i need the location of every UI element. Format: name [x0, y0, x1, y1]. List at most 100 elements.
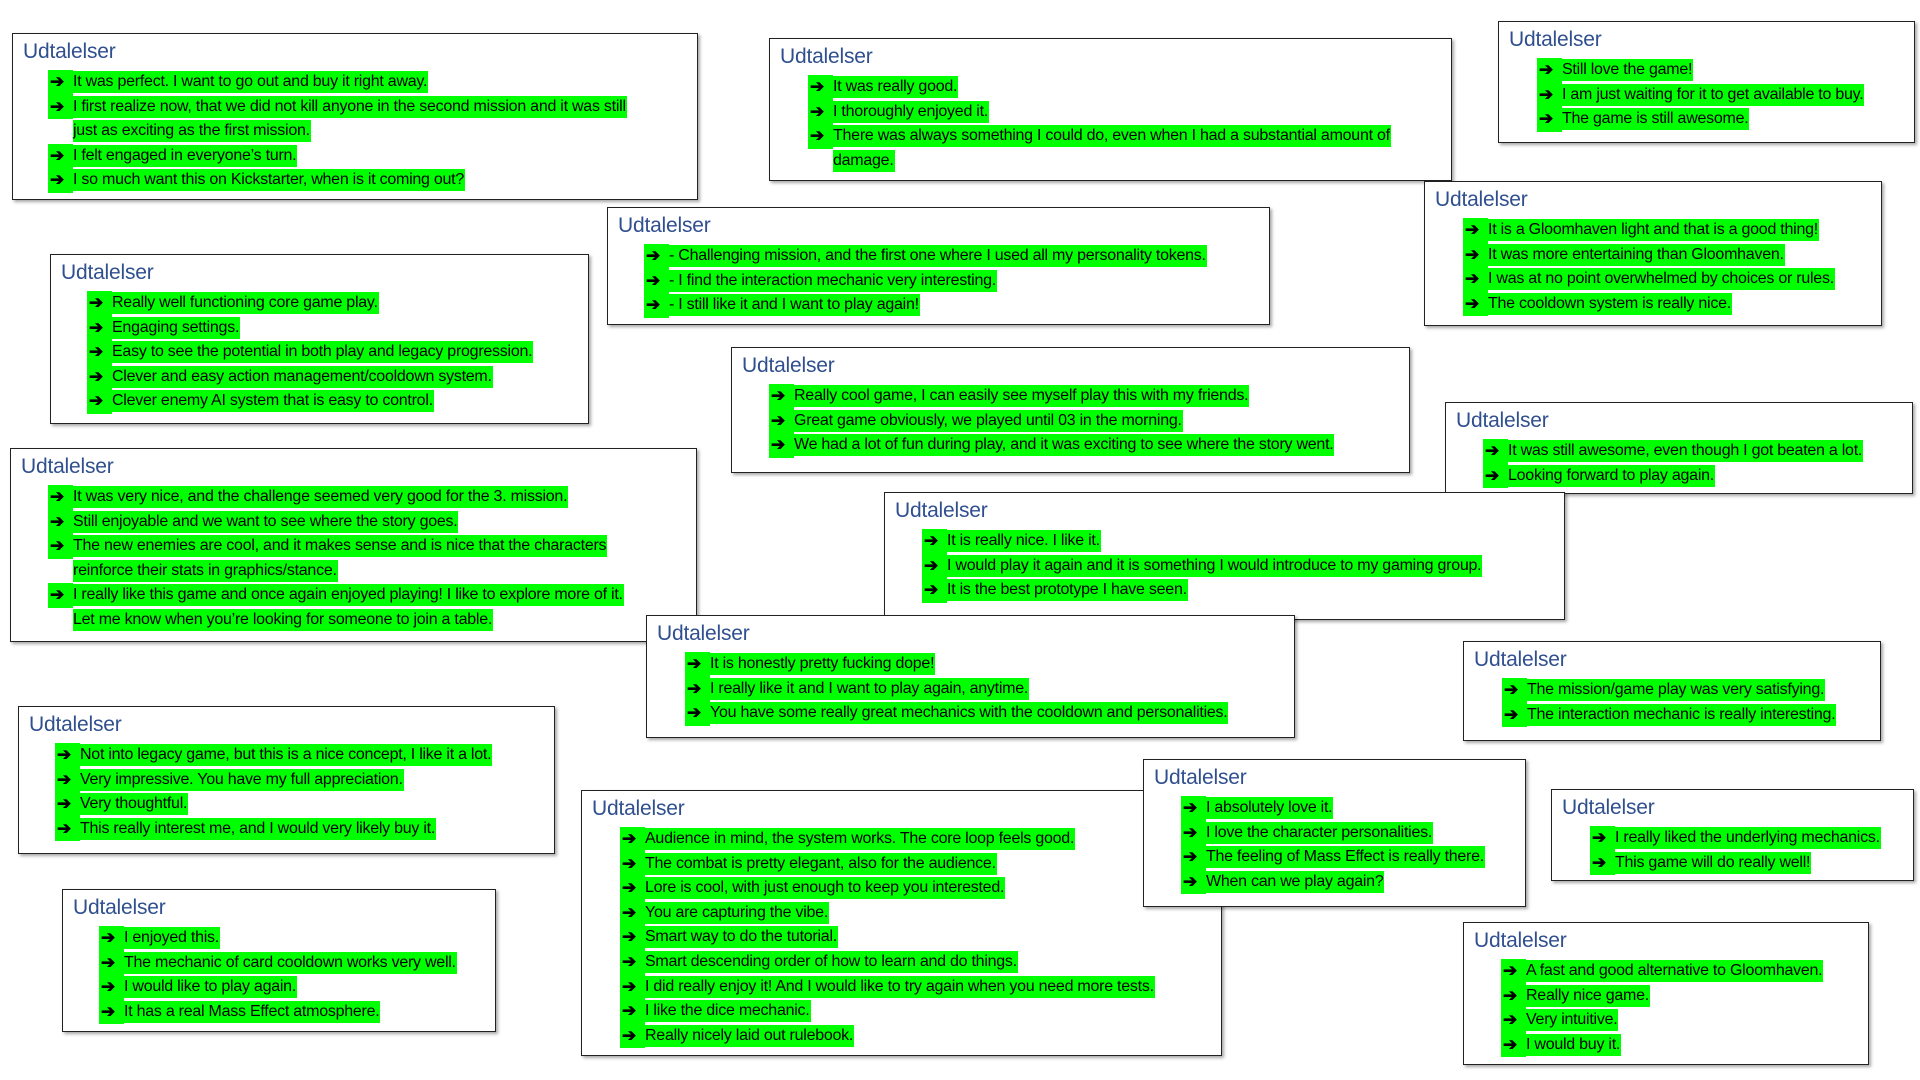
quote-text: Still love the game! — [1562, 59, 1694, 81]
quote-text: This really interest me, and I would ver… — [80, 817, 437, 840]
arrow-right-icon: ➔ — [1181, 796, 1206, 821]
quote-item: ➔Still love the game! — [1537, 58, 1910, 83]
arrow-right-icon: ➔ — [922, 553, 947, 579]
quote-item: ➔It was more entertaining than Gloomhave… — [1463, 242, 1877, 268]
quote-item: ➔It is honestly pretty fucking dope! — [685, 652, 1290, 677]
quote-item: ➔The feeling of Mass Effect is really th… — [1181, 845, 1521, 870]
quote-list: ➔- Challenging mission, and the first on… — [644, 244, 1265, 318]
arrow-right-icon: ➔ — [1537, 58, 1562, 83]
quote-item: ➔Very impressive. You have my full appre… — [55, 767, 550, 793]
quote-item: ➔Easy to see the potential in both play … — [87, 340, 584, 365]
quote-item: ➔Lore is cool, with just enough to keep … — [620, 876, 1217, 901]
box-title: Udtalelser — [895, 499, 988, 522]
arrow-right-icon: ➔ — [808, 99, 833, 125]
quote-text: It was very nice, and the challenge seem… — [73, 486, 569, 508]
quote-text: It was more entertaining than Gloomhaven… — [1488, 243, 1785, 266]
arrow-right-icon: ➔ — [769, 433, 794, 458]
quote-text: - I still like it and I want to play aga… — [669, 294, 920, 317]
quote-text: It has a real Mass Effect atmosphere. — [124, 1000, 381, 1023]
arrow-right-icon: ➔ — [1501, 959, 1526, 984]
quote-item: ➔The game is still awesome. — [1537, 107, 1910, 132]
quote-item: ➔I really like this game and once again … — [48, 583, 692, 632]
box-title: Udtalelser — [657, 622, 750, 645]
arrow-right-icon: ➔ — [55, 767, 80, 793]
feedback-box: Udtalelser➔A fast and good alternative t… — [1463, 922, 1869, 1065]
quote-text: The mission/game play was very satisfyin… — [1527, 679, 1826, 701]
quote-text: Looking forward to play again. — [1508, 464, 1715, 487]
quote-item: ➔Smart descending order of how to learn … — [620, 949, 1217, 975]
arrow-right-icon: ➔ — [620, 851, 645, 877]
quote-text: I did really enjoy it! And I would like … — [645, 975, 1155, 998]
feedback-box: Udtalelser ➔It is honestly pretty fucking… — [646, 615, 1295, 738]
quote-text: Really well functioning core game play. — [112, 292, 379, 314]
quote-list: ➔It was really good.➔I thoroughly enjoye… — [808, 75, 1447, 173]
arrow-right-icon: ➔ — [685, 652, 710, 677]
quote-text: I really like this game and once again e… — [73, 584, 624, 607]
arrow-right-icon: ➔ — [620, 900, 645, 926]
quote-text: You have some really great mechanics wit… — [710, 702, 1229, 725]
quote-item: ➔There was always something I could do, … — [808, 124, 1447, 173]
box-title: Udtalelser — [742, 354, 835, 377]
quote-item: ➔Really nice game. — [1501, 983, 1864, 1009]
arrow-right-icon: ➔ — [1537, 82, 1562, 108]
box-title: Udtalelser — [780, 45, 873, 68]
quote-text: Clever enemy AI system that is easy to c… — [112, 390, 434, 413]
arrow-right-icon: ➔ — [620, 925, 645, 950]
feedback-box: Udtalelser➔I enjoyed this.➔The mechanic … — [62, 889, 496, 1032]
feedback-box: Udtalelser➔It was perfect. I want to go … — [12, 33, 698, 200]
quote-text: It is the best prototype I have seen. — [947, 579, 1188, 602]
arrow-right-icon: ➔ — [48, 94, 73, 120]
quote-text: When can we play again? — [1206, 870, 1385, 893]
feedback-box: Udtalelser ➔It was really good.➔I thoroug… — [769, 38, 1452, 181]
arrow-right-icon: ➔ — [922, 578, 947, 603]
arrow-right-icon: ➔ — [1502, 702, 1527, 728]
quote-item: ➔The interaction mechanic is really inte… — [1502, 702, 1876, 728]
feedback-box: Udtalelser➔Audience in mind, the system … — [581, 790, 1222, 1056]
arrow-right-icon: ➔ — [55, 792, 80, 817]
arrow-right-icon: ➔ — [1502, 678, 1527, 703]
arrow-right-icon: ➔ — [644, 293, 669, 318]
quote-text: Lore is cool, with just enough to keep y… — [645, 877, 1006, 900]
quote-list: ➔A fast and good alternative to Gloomhav… — [1501, 959, 1864, 1058]
arrow-right-icon: ➔ — [48, 534, 73, 559]
arrow-right-icon: ➔ — [620, 827, 645, 852]
quote-list: ➔Really well functioning core game play.… — [87, 291, 584, 414]
quote-text: Still enjoyable and we want to see where… — [73, 510, 459, 533]
quote-text: The new enemies are cool, and it makes s… — [73, 535, 608, 558]
arrow-right-icon: ➔ — [1463, 267, 1488, 292]
box-title: Udtalelser — [592, 797, 685, 820]
arrow-right-icon: ➔ — [99, 926, 124, 951]
quote-text: Easy to see the potential in both play a… — [112, 341, 534, 364]
quote-text: Great game obviously, we played until 03… — [794, 409, 1183, 432]
arrow-right-icon: ➔ — [1501, 1008, 1526, 1033]
quote-item: ➔This really interest me, and I would ve… — [55, 816, 550, 842]
arrow-right-icon: ➔ — [620, 1023, 645, 1049]
arrow-right-icon: ➔ — [55, 816, 80, 842]
arrow-right-icon: ➔ — [1537, 107, 1562, 132]
box-title: Udtalelser — [1456, 409, 1549, 432]
quote-text: Smart way to do the tutorial. — [645, 926, 838, 949]
arrow-right-icon: ➔ — [87, 291, 112, 316]
quote-text: I really like it and I want to play agai… — [710, 677, 1030, 700]
arrow-right-icon: ➔ — [99, 999, 124, 1025]
quote-list: ➔The mission/game play was very satisfyi… — [1502, 678, 1876, 728]
quote-text: It was perfect. I want to go out and buy… — [73, 71, 429, 93]
quote-list: ➔It is honestly pretty fucking dope!➔I r… — [685, 652, 1290, 726]
quote-item: ➔I would play it again and it is somethi… — [922, 553, 1560, 579]
feedback-box: Udtalelser➔I absolutely love it.➔I love … — [1143, 759, 1526, 907]
quote-item: ➔It was really good. — [808, 75, 1447, 100]
feedback-box: Udtalelser➔It is really nice. I like it.… — [884, 492, 1565, 620]
quote-item: ➔Very intuitive. — [1501, 1008, 1864, 1033]
feedback-box: Udtalelser➔The mission/game play was ver… — [1463, 641, 1881, 741]
quote-text: damage. — [833, 149, 895, 172]
quote-item: ➔I enjoyed this. — [99, 926, 491, 951]
quote-item: ➔Really cool game, I can easily see myse… — [769, 384, 1405, 409]
quote-text: I thoroughly enjoyed it. — [833, 100, 989, 123]
quote-text: I absolutely love it. — [1206, 797, 1334, 819]
quote-list: ➔ It was very nice, and the challenge see… — [48, 485, 692, 633]
box-title: Udtalelser — [21, 455, 114, 478]
arrow-right-icon: ➔ — [87, 340, 112, 365]
quote-text: Clever and easy action management/cooldo… — [112, 365, 493, 388]
quote-item: ➔I so much want this on Kickstarter, whe… — [48, 168, 693, 193]
quote-item: ➔I love the character personalities. — [1181, 820, 1521, 846]
